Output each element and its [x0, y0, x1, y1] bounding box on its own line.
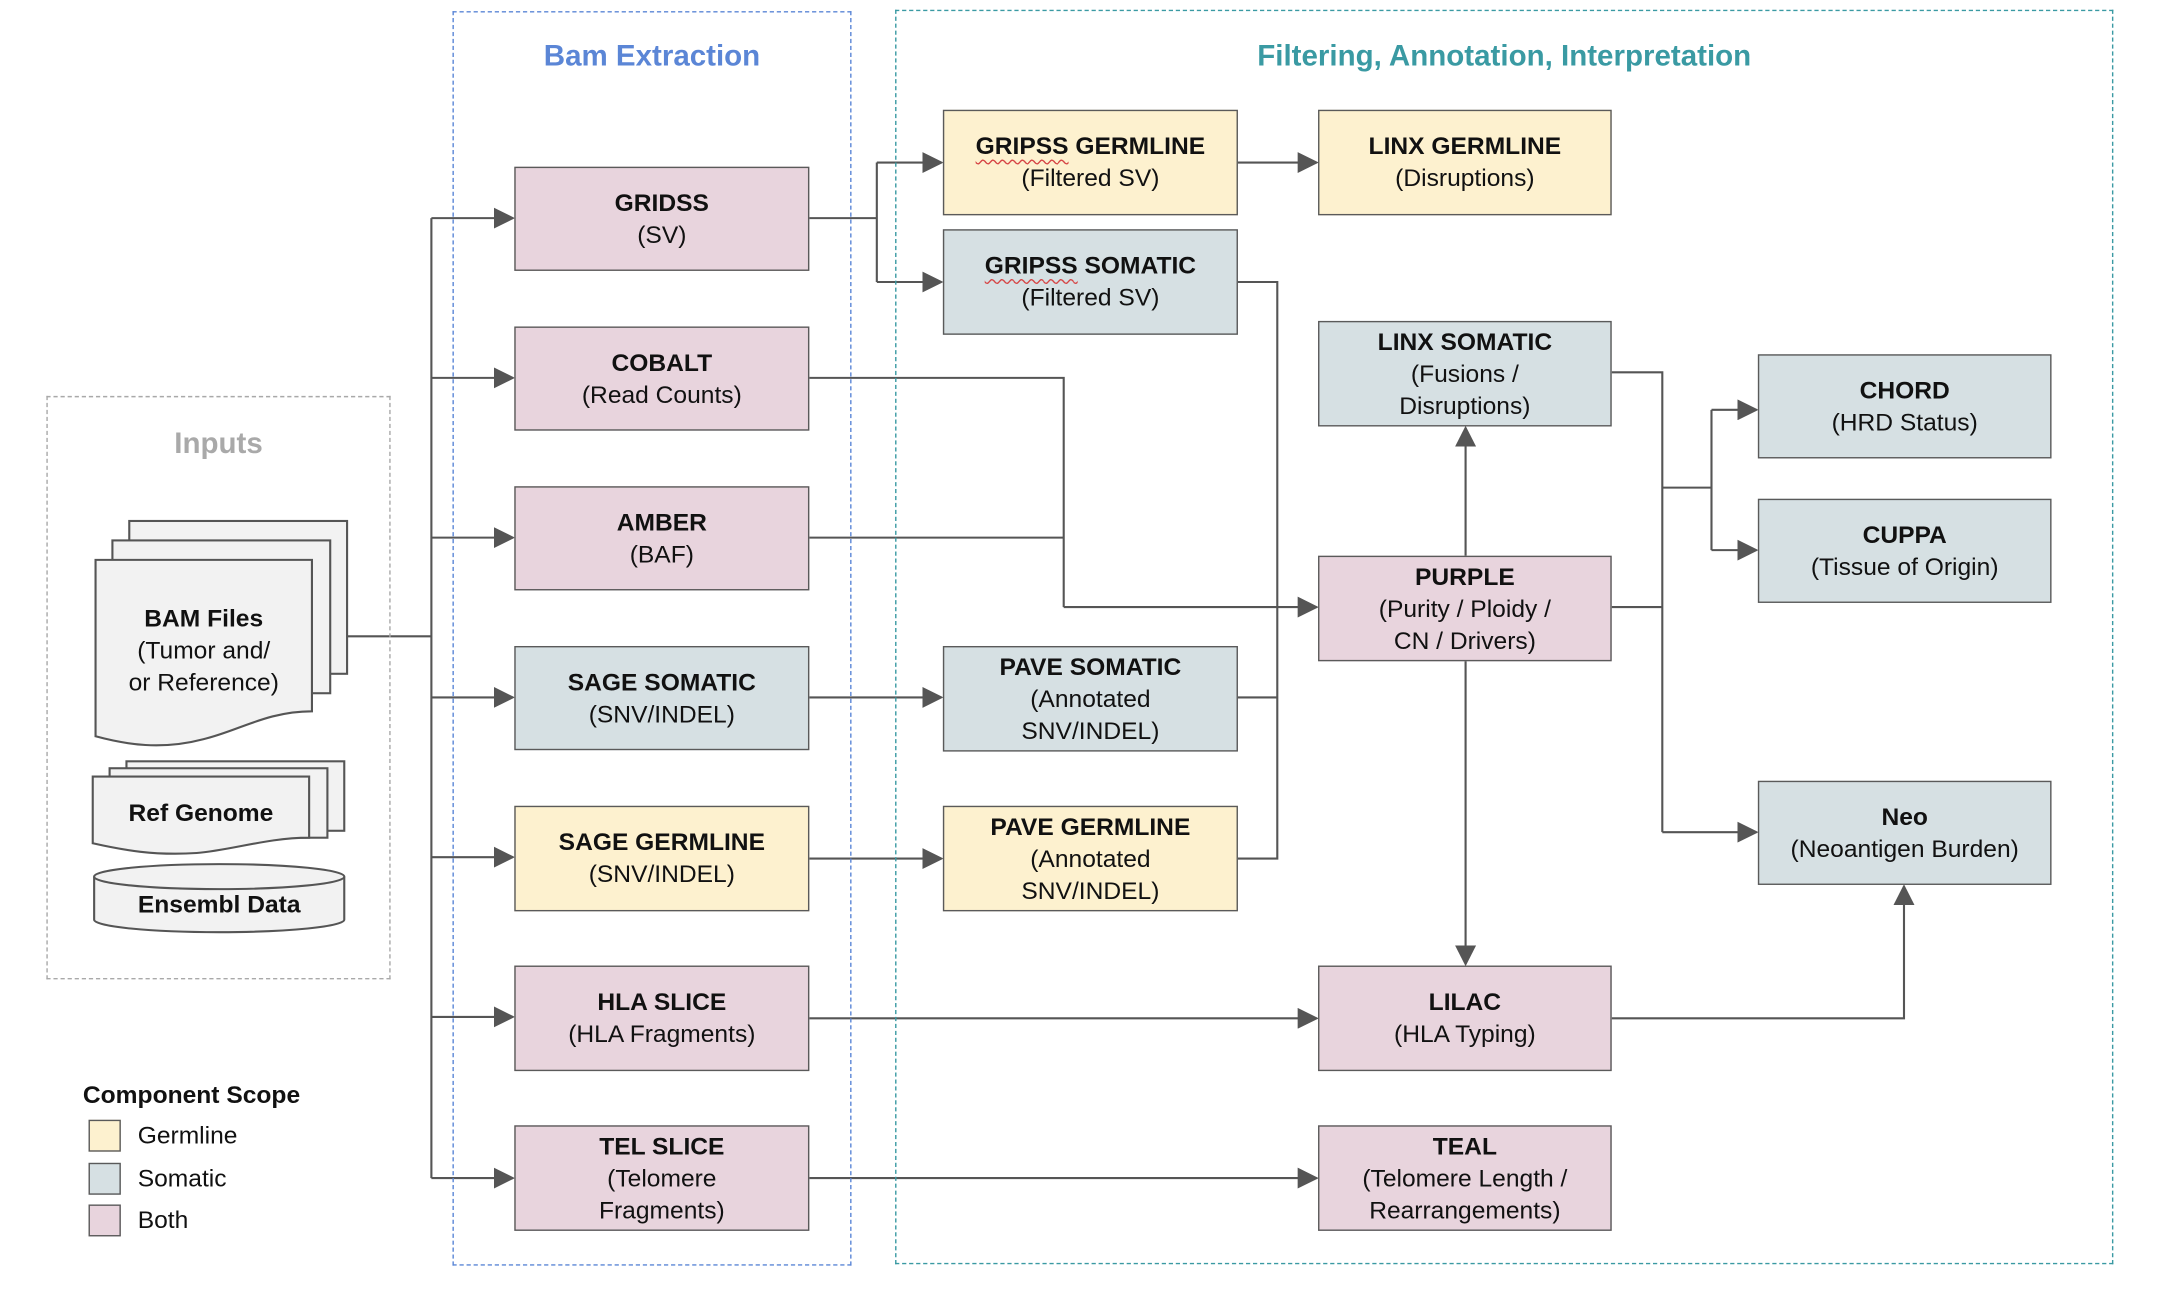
- edge-somatic-bus: [1237, 280, 1279, 860]
- gripss-somatic-title-a: GRIPSS: [984, 251, 1078, 280]
- pave-somatic-sub2: SNV/INDEL): [1021, 716, 1160, 744]
- bam-files-icon: [94, 519, 349, 747]
- chord-node[interactable]: CHORD (HRD Status): [1757, 354, 2052, 459]
- legend-item-somatic: Somatic: [88, 1162, 227, 1195]
- lilac-sub: (HLA Typing): [1394, 1019, 1536, 1048]
- tel-slice-sub1: (Telomere: [607, 1163, 717, 1192]
- ensembl-data-label: Ensembl Data: [137, 890, 301, 919]
- bam-files-title: BAM Files: [144, 604, 264, 633]
- gridss-node[interactable]: GRIDSS (SV): [514, 166, 810, 271]
- gripss-germline-title-b: GERMLINE: [1068, 131, 1206, 160]
- bam-extraction-group: Bam Extraction: [452, 11, 852, 1266]
- teal-title: TEAL: [1432, 1131, 1497, 1160]
- gripss-somatic-title-b: SOMATIC: [1077, 251, 1197, 280]
- gridss-title: GRIDSS: [614, 188, 709, 217]
- bam-extraction-title: Bam Extraction: [543, 40, 761, 73]
- legend-label-germline: Germline: [137, 1121, 238, 1149]
- teal-sub1: (Telomere Length /: [1362, 1163, 1568, 1192]
- ref-genome-icon: [91, 760, 346, 855]
- somatic-swatch: [88, 1162, 121, 1195]
- lilac-title: LILAC: [1428, 987, 1502, 1016]
- purple-title: PURPLE: [1414, 561, 1515, 590]
- amber-sub: (BAF): [629, 539, 694, 568]
- sage-somatic-sub: (SNV/INDEL): [588, 699, 735, 728]
- linx-somatic-sub2: Disruptions): [1399, 391, 1531, 419]
- pave-somatic-sub1: (Annotated: [1030, 684, 1151, 712]
- inputs-title: Inputs: [174, 427, 263, 460]
- filtering-group: Filtering, Annotation, Interpretation: [895, 9, 2114, 1265]
- inputs-group: Inputs: [46, 395, 391, 980]
- hla-slice-title: HLA SLICE: [597, 987, 727, 1016]
- sage-somatic-node[interactable]: SAGE SOMATIC (SNV/INDEL): [514, 645, 810, 751]
- both-swatch: [88, 1204, 121, 1237]
- cuppa-node[interactable]: CUPPA (Tissue of Origin): [1757, 498, 2052, 603]
- hla-slice-sub: (HLA Fragments): [568, 1019, 756, 1048]
- linx-somatic-title: LINX SOMATIC: [1377, 327, 1553, 355]
- filtering-title: Filtering, Annotation, Interpretation: [1257, 40, 1752, 73]
- neo-title: Neo: [1881, 802, 1928, 831]
- bam-files-label: BAM Files (Tumor and/ or Reference): [96, 603, 312, 699]
- gripss-germline-title: GRIPSS GERMLINE: [976, 131, 1206, 163]
- germline-swatch: [88, 1119, 121, 1152]
- linx-somatic-node[interactable]: LINX SOMATIC (Fusions / Disruptions): [1318, 320, 1612, 427]
- sage-germline-title: SAGE GERMLINE: [558, 827, 765, 856]
- pave-germline-sub2: SNV/INDEL): [1021, 875, 1160, 904]
- amber-node[interactable]: AMBER (BAF): [514, 486, 810, 591]
- database-icon: [93, 863, 346, 934]
- edge-gridss-split: [809, 162, 878, 283]
- chord-title: CHORD: [1859, 375, 1950, 404]
- neo-node[interactable]: Neo (Neoantigen Burden): [1757, 780, 2052, 885]
- pave-germline-node[interactable]: PAVE GERMLINE (Annotated SNV/INDEL): [942, 805, 1238, 912]
- teal-node[interactable]: TEAL (Telomere Length / Rearrangements): [1318, 1125, 1612, 1231]
- ref-genome-label: Ref Genome: [128, 798, 274, 827]
- amber-title: AMBER: [616, 507, 707, 536]
- purple-node[interactable]: PURPLE (Purity / Ploidy / CN / Drivers): [1318, 555, 1612, 662]
- pave-somatic-title: PAVE SOMATIC: [999, 652, 1182, 681]
- purple-sub2: CN / Drivers): [1393, 625, 1536, 654]
- pave-germline-title: PAVE GERMLINE: [990, 812, 1191, 840]
- gridss-sub: (SV): [637, 220, 687, 248]
- chord-sub: (HRD Status): [1831, 407, 1978, 436]
- gripss-germline-sub: (Filtered SV): [1021, 163, 1160, 192]
- teal-sub2: Rearrangements): [1369, 1195, 1561, 1224]
- edge-linx-purple-bus: [1611, 371, 1713, 833]
- cobalt-node[interactable]: COBALT (Read Counts): [514, 326, 810, 431]
- gripss-somatic-sub: (Filtered SV): [1021, 283, 1160, 312]
- edge-lilac-to-neo: [1611, 884, 1915, 1020]
- linx-germline-title: LINX GERMLINE: [1368, 131, 1562, 160]
- linx-germline-sub: (Disruptions): [1395, 163, 1535, 192]
- sage-germline-node[interactable]: SAGE GERMLINE (SNV/INDEL): [514, 805, 810, 912]
- edge-cobalt-path: [809, 376, 1065, 608]
- legend-label-somatic: Somatic: [137, 1164, 227, 1192]
- sage-germline-sub: (SNV/INDEL): [588, 859, 735, 888]
- linx-somatic-sub1: (Fusions /: [1410, 359, 1519, 387]
- hla-slice-node[interactable]: HLA SLICE (HLA Fragments): [514, 965, 810, 1072]
- legend-title: Component Scope: [82, 1080, 301, 1109]
- cobalt-title: COBALT: [611, 348, 713, 376]
- gripss-somatic-title: GRIPSS SOMATIC: [985, 250, 1196, 282]
- cobalt-sub: (Read Counts): [581, 379, 742, 408]
- cuppa-sub: (Tissue of Origin): [1810, 552, 1999, 581]
- bam-files-sub2: or Reference): [128, 668, 279, 697]
- bam-files-sub1: (Tumor and/: [137, 636, 271, 665]
- lilac-node[interactable]: LILAC (HLA Typing): [1318, 965, 1612, 1072]
- purple-sub1: (Purity / Ploidy /: [1378, 593, 1551, 622]
- legend-item-germline: Germline: [88, 1119, 238, 1152]
- pave-somatic-node[interactable]: PAVE SOMATIC (Annotated SNV/INDEL): [942, 645, 1238, 752]
- pave-germline-sub1: (Annotated: [1030, 843, 1151, 872]
- gripss-somatic-node[interactable]: GRIPSS SOMATIC (Filtered SV): [942, 229, 1238, 335]
- gripss-germline-title-a: GRIPSS: [975, 131, 1069, 160]
- linx-germline-node[interactable]: LINX GERMLINE (Disruptions): [1318, 109, 1612, 216]
- tel-slice-title: TEL SLICE: [599, 1131, 725, 1160]
- neo-sub: (Neoantigen Burden): [1790, 834, 2019, 863]
- tel-slice-node[interactable]: TEL SLICE (Telomere Fragments): [514, 1125, 810, 1231]
- legend-item-both: Both: [88, 1204, 189, 1237]
- gripss-germline-node[interactable]: GRIPSS GERMLINE (Filtered SV): [942, 109, 1238, 216]
- sage-somatic-title: SAGE SOMATIC: [567, 667, 756, 696]
- legend-label-both: Both: [137, 1205, 189, 1234]
- cuppa-title: CUPPA: [1862, 520, 1947, 549]
- tel-slice-sub2: Fragments): [598, 1195, 725, 1224]
